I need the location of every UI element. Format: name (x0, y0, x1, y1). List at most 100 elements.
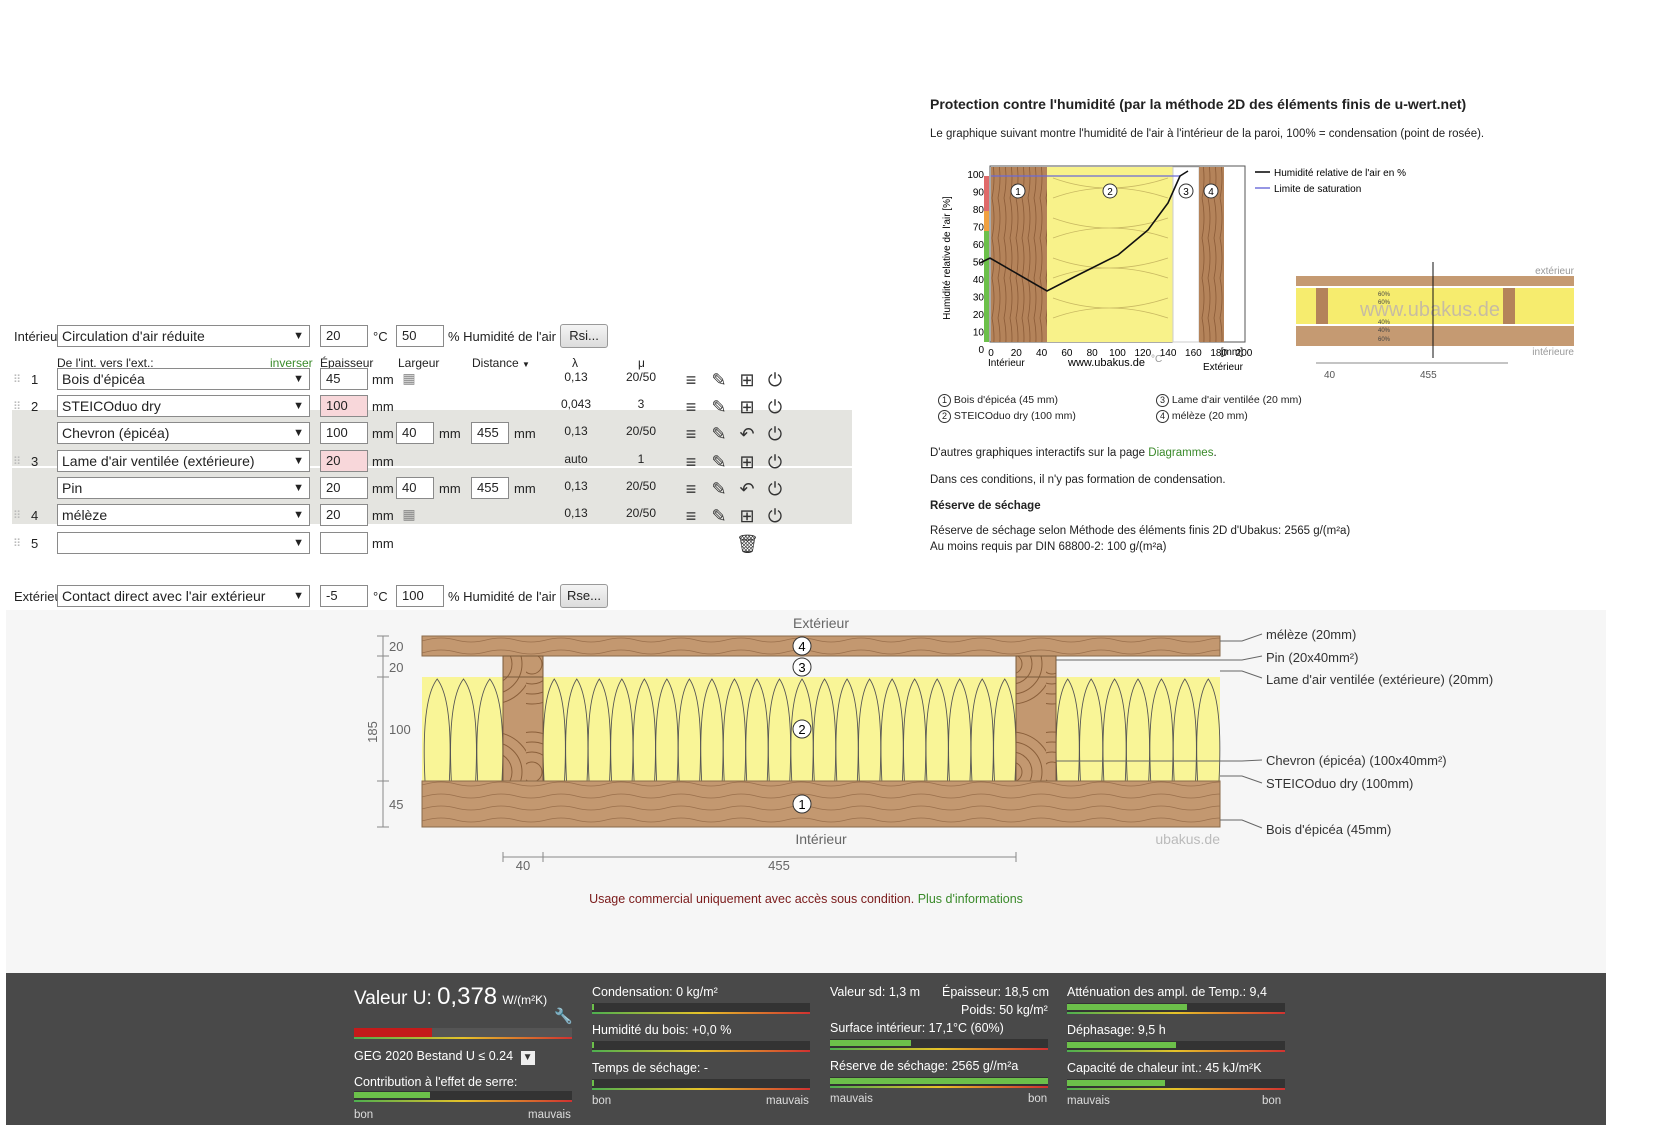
row-width-input[interactable]: 40 (396, 477, 434, 499)
row-thickness-input[interactable]: 20 (320, 477, 368, 499)
metric-bar (830, 1039, 1048, 1050)
col1-right: mauvais (766, 1095, 809, 1107)
add-width-icon[interactable]: ▦ (402, 506, 416, 522)
edit-icon[interactable]: ✎ (711, 452, 727, 472)
more-info-link[interactable]: Plus d'informations (917, 892, 1023, 906)
wrench-icon[interactable]: 🔧 (554, 1008, 573, 1025)
thickness-value: Épaisseur: 18,5 cm (942, 985, 1049, 999)
col-distance[interactable]: Distance ▼ (472, 356, 530, 370)
add-sublayer-icon[interactable]: ⊞ (739, 452, 755, 472)
insulation-loop (450, 678, 477, 782)
row-thickness-input[interactable]: 20 (320, 504, 368, 526)
drawing-rafter-1 (502, 676, 544, 782)
metric-bar-fill (592, 1042, 595, 1048)
row-material-select[interactable]: Pin▼ (57, 477, 310, 499)
rsi-button[interactable]: Rsi... (560, 324, 608, 348)
add-sublayer-icon[interactable]: ⊞ (739, 397, 755, 417)
insulation-loop (903, 678, 927, 782)
row-distance-input[interactable]: 455 (471, 477, 509, 499)
menu-icon[interactable]: ≡ (685, 424, 697, 444)
menu-icon[interactable]: ≡ (685, 397, 697, 417)
menu-icon[interactable]: ≡ (685, 370, 697, 390)
row-thickness-input[interactable]: 100 (320, 395, 368, 417)
drying-title: Réserve de séchage (930, 500, 1041, 512)
row-drag-handle[interactable]: ⠿ (13, 510, 21, 522)
interior-temp-input[interactable]: 20 (320, 325, 368, 347)
drawing-exterior: Extérieur (793, 615, 849, 631)
menu-icon[interactable]: ≡ (685, 452, 697, 472)
y-tick: 70 (973, 223, 985, 234)
thumb-interior: intérieure (1532, 347, 1574, 358)
edit-icon[interactable]: ✎ (711, 506, 727, 526)
metric-bar-fill (1067, 1080, 1166, 1086)
x-tick: 140 (1160, 348, 1177, 359)
row-thickness-input[interactable] (320, 532, 368, 554)
row-material-select[interactable]: STEICOduo dry▼ (57, 395, 310, 417)
row-thickness-input[interactable]: 20 (320, 450, 368, 472)
insulation-loop (1172, 678, 1197, 782)
edit-icon[interactable]: ✎ (711, 370, 727, 390)
col-thickness: Épaisseur (320, 356, 374, 370)
insulation-loop (423, 678, 451, 782)
edit-icon[interactable]: ✎ (711, 424, 727, 444)
power-icon[interactable]: ⏻ (767, 397, 783, 417)
row-width-input[interactable]: 40 (396, 422, 434, 444)
row-thickness-input[interactable]: 100 (320, 422, 368, 444)
power-icon[interactable]: ⏻ (767, 370, 783, 390)
metric-bar (1067, 1079, 1285, 1090)
power-icon[interactable]: ⏻ (767, 506, 783, 526)
row-number: 5 (31, 536, 39, 551)
row-drag-handle[interactable]: ⠿ (13, 374, 21, 386)
x-tick: 100 (1109, 348, 1126, 359)
row-material-select[interactable]: ▼ (57, 532, 310, 554)
row-material-select[interactable]: Chevron (épicéa)▼ (57, 422, 310, 444)
add-sublayer-icon[interactable]: ⊞ (739, 506, 755, 526)
undo-icon[interactable]: ↶ (739, 479, 755, 499)
rse-button[interactable]: Rse... (560, 584, 608, 608)
metric-label: Temps de séchage: - (592, 1061, 709, 1075)
row-distance-input[interactable]: 455 (471, 422, 509, 444)
menu-icon[interactable]: ≡ (685, 506, 697, 526)
geg-label[interactable]: GEG 2020 Bestand U ≤ 0.24 ▼ (354, 1049, 535, 1065)
edit-icon[interactable]: ✎ (711, 479, 727, 499)
legend-saturation: Limite de saturation (1274, 184, 1361, 195)
row-lambda: 0,13 (564, 479, 588, 493)
insulation-loop (1079, 678, 1104, 782)
row-thickness-input[interactable]: 45 (320, 368, 368, 390)
interior-humidity-input[interactable]: 50 (396, 325, 444, 347)
undo-icon[interactable]: ↶ (739, 424, 755, 444)
temp-mark: °C (1151, 354, 1162, 365)
power-icon[interactable]: ⏻ (767, 452, 783, 472)
row-drag-handle[interactable]: ⠿ (13, 401, 21, 413)
exterior-humidity-input[interactable]: 100 (396, 585, 444, 607)
interior-select[interactable]: Circulation d'air réduite▼ (57, 325, 310, 347)
insulation-loop (632, 678, 656, 782)
power-icon[interactable]: ⏻ (767, 424, 783, 444)
metric-bar-fill (592, 1004, 595, 1010)
row-drag-handle[interactable]: ⠿ (13, 538, 21, 550)
chevron-down-icon[interactable]: ▼ (520, 1051, 535, 1065)
add-width-icon[interactable]: ▦ (402, 370, 416, 386)
exterior-select[interactable]: Contact direct avec l'air extérieur▼ (57, 585, 310, 607)
insulation-loop (812, 678, 837, 782)
drawing-layer-larch (421, 635, 1221, 657)
row-material-select[interactable]: Bois d'épicéa▼ (57, 368, 310, 390)
row-material-select[interactable]: mélèze▼ (57, 504, 310, 526)
row-lambda: 0,13 (564, 370, 588, 384)
row-material-select[interactable]: Lame d'air ventilée (extérieure)▼ (57, 450, 310, 472)
construction-drawing: Extérieur Intérieur ubakus.de 4 3 2 1 20… (6, 610, 1606, 973)
power-icon[interactable]: ⏻ (767, 479, 783, 499)
exterior-temp-input[interactable]: -5 (320, 585, 368, 607)
row-lambda: 0,13 (564, 506, 588, 520)
add-sublayer-icon[interactable]: ⊞ (739, 370, 755, 390)
menu-icon[interactable]: ≡ (685, 479, 697, 499)
diagrams-link[interactable]: Diagrammes (1148, 447, 1214, 459)
x-unit: [mm] (1221, 347, 1243, 358)
metric-bar-fill (830, 1078, 1048, 1084)
edit-icon[interactable]: ✎ (711, 397, 727, 417)
row-mu: 20/50 (625, 479, 657, 493)
trash-icon[interactable]: 🗑 (736, 534, 759, 554)
inverse-link[interactable]: inverser (270, 356, 313, 370)
row-drag-handle[interactable]: ⠿ (13, 456, 21, 468)
